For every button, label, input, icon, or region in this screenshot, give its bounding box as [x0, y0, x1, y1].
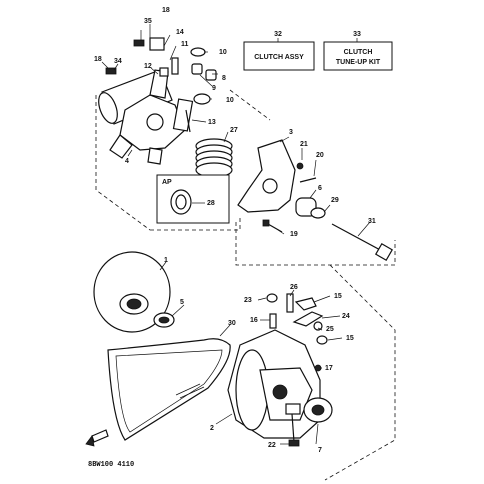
- callout-16: 16: [250, 317, 258, 324]
- callout-23: 23: [244, 297, 252, 304]
- small-nut: [314, 364, 322, 372]
- callout-labels: 35 18 14 11 10 8 9 10 18 34 12 13 27 3 2…: [94, 7, 376, 454]
- callout-7: 7: [318, 447, 322, 454]
- leader-lines: [101, 24, 371, 445]
- callout-27: 27: [230, 127, 238, 134]
- callout-2: 2: [210, 425, 214, 432]
- callout-8: 8: [222, 75, 226, 82]
- arm-roller-group: [266, 293, 328, 345]
- tune-up-kit-line2: TUNE-UP KIT: [336, 59, 381, 66]
- ap-badge: AP: [162, 179, 172, 186]
- callout-22: 22: [268, 442, 276, 449]
- bushing: [295, 197, 326, 219]
- callout-28: 31: [368, 218, 376, 225]
- callout-30: 30: [228, 320, 236, 327]
- callout-12: 12: [144, 63, 152, 70]
- cover-plate: [237, 139, 317, 213]
- callout-11: 11: [181, 41, 189, 48]
- callout-35: 35: [144, 18, 152, 25]
- sheave-bolt: [288, 413, 300, 447]
- clutch-assy-box: 32 CLUTCH ASSY: [243, 31, 315, 71]
- fwd-arrow-icon: [85, 429, 109, 447]
- callout-29: 29: [331, 197, 339, 204]
- callout-18-left: 18: [94, 56, 102, 63]
- drive-belt: [107, 338, 231, 441]
- callout-26: 26: [290, 284, 298, 291]
- movable-sheave: [227, 329, 321, 439]
- callout-13: 13: [208, 119, 216, 126]
- callout-17: 17: [325, 365, 333, 372]
- tune-up-kit-number: 33: [353, 31, 361, 38]
- spider-shaft-assembly: [98, 37, 194, 165]
- callout-15-lower: 15: [346, 335, 354, 342]
- callout-31: 28: [207, 200, 215, 207]
- clutch-assy-number: 32: [274, 31, 282, 38]
- callout-1: 1: [164, 257, 168, 264]
- clutch-assy-label: CLUTCH ASSY: [254, 54, 304, 61]
- callout-9: 9: [212, 85, 216, 92]
- callout-19: 19: [290, 231, 298, 238]
- long-bolt: [331, 223, 394, 262]
- callout-14: 14: [176, 29, 184, 36]
- outer-bushing: [303, 397, 333, 423]
- callout-6: 6: [318, 185, 322, 192]
- fixed-sheave: [93, 251, 171, 333]
- callout-24: 24: [342, 313, 350, 320]
- callout-10-upper: 10: [219, 49, 227, 56]
- ap-seal-box: AP: [156, 174, 230, 224]
- tune-up-kit-line1: CLUTCH: [344, 49, 373, 56]
- assembly-guide-lines: [95, 89, 396, 481]
- callout-21: 21: [300, 141, 308, 148]
- small-bolt: [262, 219, 283, 233]
- callout-18-top: 18: [162, 7, 170, 14]
- callout-20: 20: [316, 152, 324, 159]
- callout-3: 3: [289, 129, 293, 136]
- sheave-bushing: [153, 312, 175, 328]
- spring: [195, 138, 233, 178]
- callout-4: 4: [125, 158, 129, 165]
- drawing-code: 8BW100 4110: [88, 461, 134, 469]
- callout-25: 25: [326, 326, 334, 333]
- callout-10-lower: 10: [226, 97, 234, 104]
- callout-5: 5: [180, 299, 184, 306]
- callout-15-upper: 15: [334, 293, 342, 300]
- tune-up-kit-box: 33 CLUTCH TUNE-UP KIT: [323, 31, 393, 71]
- callout-34: 34: [114, 58, 122, 65]
